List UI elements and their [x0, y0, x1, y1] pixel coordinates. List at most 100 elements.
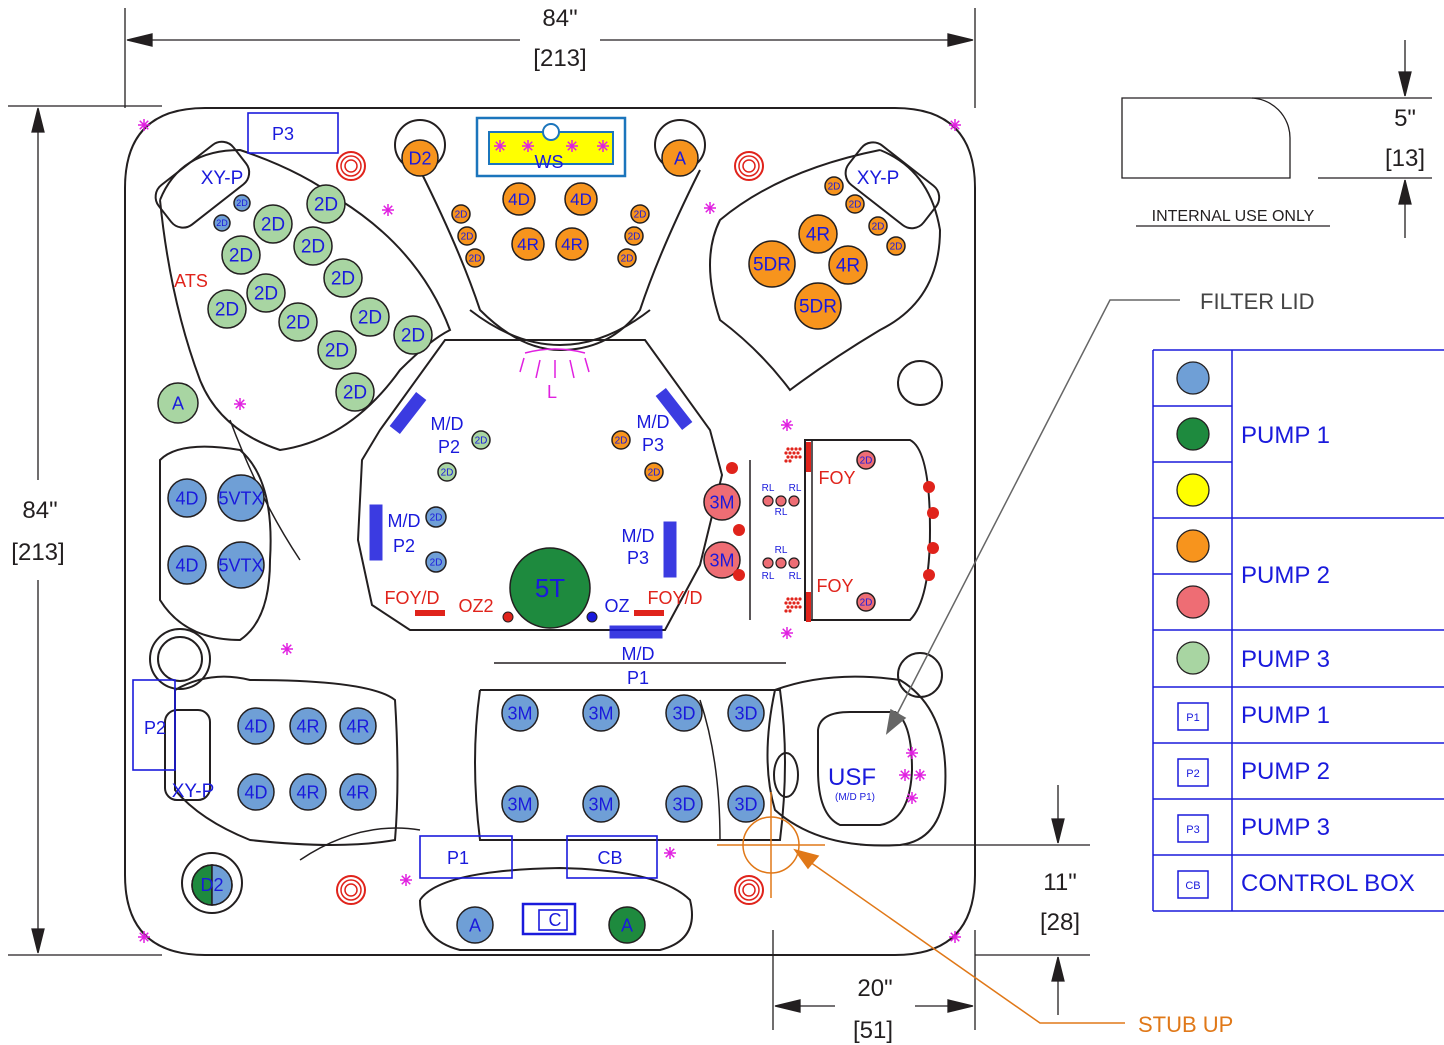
stub-up-marker: [717, 792, 1125, 1024]
accent-star: [914, 769, 926, 781]
jet-2d: [253, 204, 293, 244]
jet-label: 3M: [709, 550, 734, 570]
foy-nozzle: [784, 451, 788, 455]
jet-3m: [703, 483, 741, 521]
foy-nozzle: [794, 597, 798, 601]
rl-label: RL: [789, 571, 802, 582]
jet-5dr: [748, 240, 796, 288]
accent-star: [522, 140, 534, 152]
legend-table: [1152, 349, 1444, 912]
rl-label: RL: [775, 545, 788, 556]
jet-label: 4R: [296, 716, 319, 736]
jet-5vtx: [217, 474, 265, 522]
jet-label: 2D: [860, 598, 873, 609]
jet-label: 2D: [325, 341, 349, 362]
jet-label: 2D: [461, 232, 474, 243]
legend-swatches: [1176, 361, 1210, 675]
foy-nozzle: [792, 601, 796, 605]
rl-label: RL: [789, 483, 802, 494]
p2-label-left: P2: [393, 536, 415, 556]
jet-label: 2D: [236, 198, 248, 208]
jet-2d: [246, 273, 286, 313]
accent-star: [704, 202, 716, 214]
foy-nozzle: [794, 447, 798, 451]
jet-label: 2D: [441, 468, 454, 479]
dimension-texts: 84" [213] 84" [213] 5" [13] 11" [28] 20"…: [11, 5, 1425, 1044]
jet-a: [661, 139, 699, 177]
jet-label: 4D: [508, 190, 530, 209]
jet-label: 4D: [175, 488, 198, 508]
light-label: L: [547, 382, 557, 402]
cb-box-label: CB: [597, 848, 622, 868]
jet-label: 3D: [734, 703, 757, 723]
jet-2d: [207, 289, 247, 329]
jet-label: 2D: [430, 558, 443, 569]
md-label-p2-left: M/D: [388, 511, 421, 531]
jet-label: A: [172, 393, 184, 413]
suction-grate: [344, 159, 358, 173]
filter-lid-label: FILTER LID: [1200, 289, 1315, 314]
jet-label: 2D: [216, 218, 228, 228]
width-inches: 84": [542, 5, 577, 32]
accent-star: [597, 140, 609, 152]
jet-label: 2D: [254, 284, 278, 305]
foy-nozzle: [784, 601, 788, 605]
foy-nozzle: [798, 597, 802, 601]
jet-label: 4D: [570, 190, 592, 209]
mister-bars: [369, 388, 693, 639]
jet-2d: [323, 258, 363, 298]
foy-nozzle: [788, 601, 792, 605]
rl-label: RL: [775, 507, 788, 518]
rl-labels: RL RL RL RL RL RL: [762, 483, 802, 582]
p2-box-label: P2: [144, 718, 166, 738]
accent-star: [400, 874, 412, 886]
p3-box-label: P3: [272, 124, 294, 144]
jet-label: 2D: [860, 456, 873, 467]
jet-label: 4R: [561, 235, 583, 254]
legend-pump1: PUMP 1: [1241, 422, 1330, 449]
oz2-port: [502, 611, 514, 623]
legend-p2-key: P2: [1186, 768, 1199, 780]
foy-label-lower: FOY: [816, 576, 853, 596]
md-label-p3-upper: M/D: [637, 412, 670, 432]
jet-label: 2D: [343, 383, 367, 404]
jet-label: 3D: [734, 794, 757, 814]
usf-sub-label: (M/D P1): [835, 792, 875, 803]
jet-label: 2D: [648, 468, 661, 479]
jet-label: 5VTX: [218, 555, 263, 575]
jet-label: 2D: [331, 269, 355, 290]
jet-3m: [582, 694, 620, 732]
jet-label: 2D: [890, 242, 903, 253]
jet-2d: [856, 592, 876, 612]
jet-label: 2D: [828, 182, 841, 193]
jet-2d: [278, 302, 318, 342]
legend-cb-key: CB: [1185, 880, 1200, 892]
jet-3d: [727, 694, 765, 732]
jet-4d: [564, 182, 598, 216]
jet-2d: [451, 204, 471, 224]
jet-label: 4R: [346, 782, 369, 802]
jet-3m: [582, 785, 620, 823]
oz2-label: OZ2: [458, 596, 493, 616]
accent-star: [234, 398, 246, 410]
foy-nozzle: [790, 597, 794, 601]
jet-label: A: [674, 148, 686, 168]
jet-2d: [317, 330, 357, 370]
jet-2d: [856, 450, 876, 470]
jet-2d: [644, 462, 664, 482]
jet-2d: [221, 235, 261, 275]
jet-2d: [824, 176, 844, 196]
pump2-orange-swatch: [1176, 529, 1210, 563]
rl-label: RL: [762, 571, 775, 582]
jet-label: 4R: [296, 782, 319, 802]
jet-a: [157, 382, 199, 424]
jet-2d: [233, 194, 251, 212]
jet-label: D2: [408, 148, 431, 168]
jet-label: 2D: [261, 215, 285, 236]
corner-inches: 5": [1394, 105, 1416, 132]
jet-label: 2D: [401, 326, 425, 347]
jet-2d: [624, 226, 644, 246]
foy-nozzle: [788, 459, 792, 463]
jet-2d: [425, 551, 447, 573]
md-label-p1: M/D: [622, 644, 655, 664]
